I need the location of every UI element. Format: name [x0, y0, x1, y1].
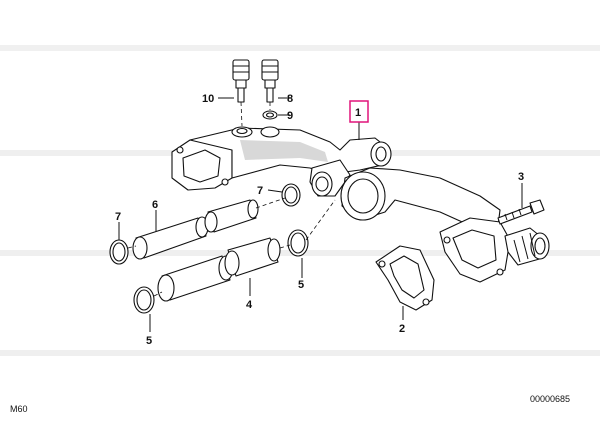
o-ring-5-left[interactable] [133, 286, 155, 314]
part-label-8[interactable]: 8 [287, 93, 293, 105]
assembly-dash-lines [127, 101, 336, 297]
callout-highlight-box [349, 100, 369, 123]
bolt-3[interactable] [497, 199, 545, 225]
diagram-code: 00000685 [530, 394, 570, 404]
part-label-7-upper[interactable]: 7 [257, 185, 263, 197]
model-label: M60 [10, 404, 28, 414]
part-label-5-right[interactable]: 5 [298, 279, 304, 291]
water-pipe-assembly[interactable] [171, 126, 550, 283]
part-label-3[interactable]: 3 [518, 171, 524, 183]
gasket-2[interactable] [375, 245, 435, 311]
hose-4-upper[interactable] [157, 255, 234, 302]
seal-ring-9[interactable] [262, 110, 278, 120]
hose-4-lower[interactable] [224, 237, 281, 277]
part-label-4[interactable]: 4 [246, 299, 253, 311]
leader-lines [118, 97, 523, 332]
part-label-10[interactable]: 10 [202, 93, 214, 105]
hose-6-upper[interactable] [132, 216, 209, 260]
part-label-6[interactable]: 6 [152, 199, 158, 211]
background-bands [0, 45, 600, 356]
hose-6-lower[interactable] [204, 199, 259, 233]
temperature-sensor-10[interactable] [232, 59, 250, 103]
part-label-5-left[interactable]: 5 [146, 335, 152, 347]
part-label-2[interactable]: 2 [399, 323, 405, 335]
o-ring-7-left[interactable] [109, 239, 129, 265]
o-ring-5-right[interactable] [287, 229, 309, 257]
temperature-sensor-8[interactable] [261, 59, 279, 103]
part-label-7-left[interactable]: 7 [115, 211, 121, 223]
part-label-9[interactable]: 9 [287, 110, 293, 122]
o-ring-7-upper[interactable] [281, 183, 301, 207]
part-label-1[interactable]: 1 [355, 107, 361, 119]
